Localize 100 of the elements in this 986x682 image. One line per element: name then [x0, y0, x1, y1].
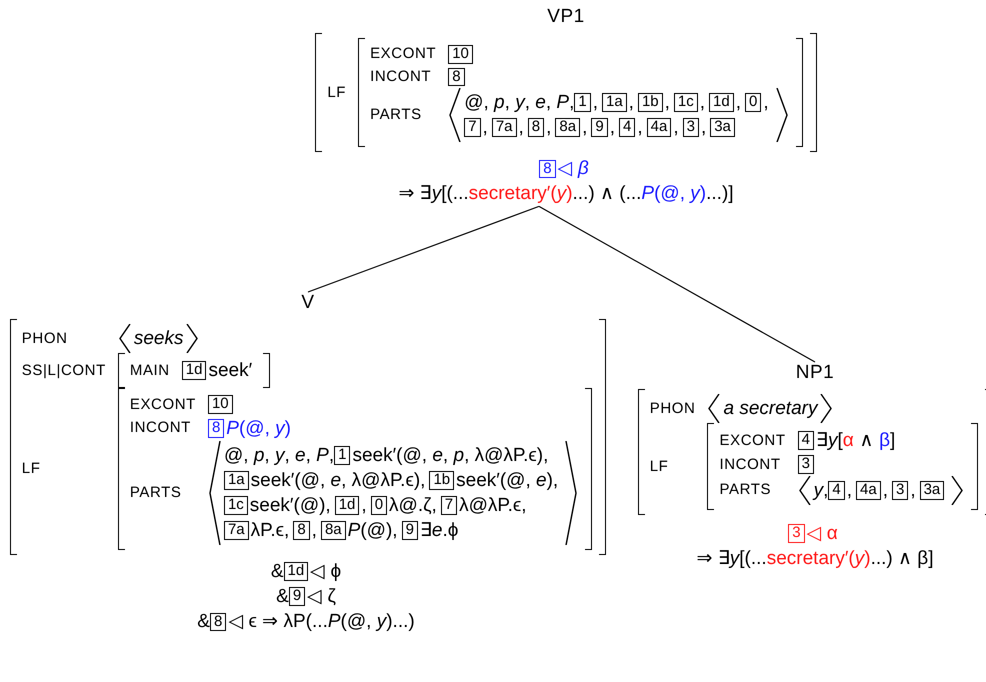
tag-box: 3 [788, 524, 805, 543]
tag-box: 8 [210, 612, 226, 632]
tag-box: 0 [370, 496, 388, 515]
tag-box: 9 [591, 118, 608, 137]
formula-text: seek′(@, e), [456, 468, 558, 493]
formula-text: ◁ ϵ ⇒ λP(...P(@, y)...) [228, 610, 415, 634]
formula-text: , [312, 519, 317, 544]
formula-text: seek′(@), [250, 494, 331, 518]
formula-text: , [610, 116, 615, 140]
formula-text: ◁ β [558, 157, 589, 182]
tag-box: 1b [429, 471, 454, 490]
formula-text: P(@, y) [641, 182, 706, 206]
formula-text: , [582, 116, 588, 140]
tag-box: 1c [224, 496, 248, 515]
formula-text: ◁ ζ [307, 585, 336, 610]
formula-text: ⇒ ∃y[(... [398, 182, 469, 206]
formula-text: & [270, 560, 284, 584]
feature-label: INCONT [719, 454, 782, 474]
tag-box: 8a [555, 118, 580, 137]
formula-text: ◁ ϕ [310, 560, 342, 584]
feature-label: PARTS [719, 480, 772, 500]
tag-box: 8 [448, 68, 465, 86]
feature-label: PARTS [130, 483, 182, 503]
formula-text: , [637, 116, 643, 140]
formula-text: , [664, 91, 670, 116]
feature-label: PHON [650, 398, 696, 419]
tag-box: 1b [638, 93, 663, 112]
category-label: NP1 [796, 361, 834, 385]
formula-text: ] [890, 429, 896, 454]
formula-text: λP.ϵ, [250, 519, 290, 544]
tag-box: 1a [602, 93, 627, 112]
tag-box: 7a [224, 521, 249, 540]
feature-label: MAIN [130, 360, 170, 381]
formula-text: , [673, 116, 679, 140]
formula-text: , [882, 478, 888, 503]
tag-box: 1d [284, 562, 308, 581]
tag-box: 4a [856, 481, 881, 500]
formula-text: seek′(@, e, p, λ@λP.ϵ), [352, 444, 548, 468]
tag-box: 4a [646, 118, 672, 137]
tag-box: 4 [798, 431, 814, 450]
tag-box: 10 [448, 45, 473, 64]
feature-label: EXCONT [370, 44, 436, 64]
tag-box: 1d [334, 496, 360, 515]
tag-box: 3 [798, 455, 814, 474]
formula-text: @, p, y, e, P, [224, 444, 334, 468]
tag-box: 9 [288, 587, 306, 606]
formula-text: α [842, 429, 854, 454]
formula-text: ∃y[ [816, 429, 843, 454]
formula-text: & [276, 585, 289, 610]
tag-box: 8 [293, 521, 310, 540]
tag-box: 8 [528, 118, 544, 137]
formula-text: , [546, 116, 552, 140]
tag-box: 1 [334, 446, 350, 465]
tag-box: 7 [440, 496, 458, 515]
tree-branch [308, 206, 540, 293]
tag-box: 1c [674, 93, 698, 112]
formula-text: ...) ∧ β] [870, 546, 934, 571]
formula-text: ...)] [706, 182, 734, 206]
feature-label: LF [327, 82, 346, 103]
tag-box: 3a [920, 481, 944, 500]
tag-box: 3a [710, 118, 735, 137]
formula-text: ◁ α [806, 522, 838, 546]
formula-text: , [518, 116, 524, 140]
tag-box: 3 [892, 481, 908, 500]
formula-text: , [910, 478, 916, 503]
tag-box: 10 [208, 395, 233, 414]
formula-text: secretary′(y) [468, 182, 573, 206]
formula-text: , [361, 494, 367, 518]
formula-text: , [482, 116, 488, 140]
tree-branch [538, 206, 816, 362]
formula-text: seek′(@, e, λ@λP.ϵ), [250, 468, 426, 493]
feature-label: EXCONT [719, 430, 786, 451]
formula-text: , [763, 91, 769, 116]
formula-text: seek′ [208, 359, 252, 384]
feature-label: EXCONT [130, 394, 196, 414]
formula-text: , [846, 478, 852, 503]
tag-box: 1d [182, 361, 206, 380]
formula-text: ∧ [859, 429, 874, 454]
formula-text: @, p, y, e, P, [464, 91, 574, 116]
tag-box: 8 [539, 160, 556, 178]
formula-text: , [592, 91, 598, 116]
formula-text: P(@, y) [226, 416, 291, 441]
formula-text: , [736, 91, 742, 116]
formula-text: β [879, 429, 890, 454]
formula-text: secretary′(y) [766, 546, 871, 571]
feature-label: PARTS [370, 105, 423, 126]
formula-text: P(@), [348, 519, 398, 544]
tag-box: 7a [492, 118, 516, 137]
formula-text: λ@λP.ϵ, [459, 494, 527, 518]
feature-label: LF [22, 459, 42, 480]
feature-label: PHON [22, 328, 69, 349]
tag-box: 1 [574, 93, 591, 112]
formula-text: , [700, 91, 706, 116]
tag-box: 1a [224, 471, 249, 490]
tag-box: 8a [320, 521, 346, 540]
formula-text: ∃e.ϕ [420, 519, 458, 544]
formula-text: , [628, 91, 634, 116]
tag-box: 8 [208, 419, 224, 438]
feature-label: INCONT [370, 66, 432, 87]
feature-label: SS|L|CONT [22, 360, 106, 381]
